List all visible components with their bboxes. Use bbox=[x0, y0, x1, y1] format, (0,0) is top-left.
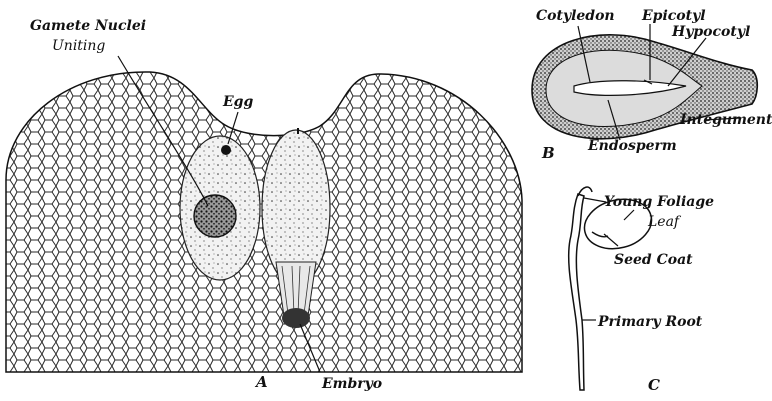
embryo bbox=[282, 308, 310, 328]
panel-c-letter: C bbox=[648, 376, 660, 394]
panel-c: Young Foliage Leaf Seed Coat Primary Roo… bbox=[569, 187, 714, 394]
panel-a-letter: A bbox=[254, 373, 268, 391]
label-uniting: Uniting bbox=[52, 38, 105, 54]
panel-a: Gamete Nuclei Uniting Egg Embryo A bbox=[6, 18, 522, 392]
label-seed-coat: Seed Coat bbox=[614, 252, 693, 268]
label-epicotyl: Epicotyl bbox=[641, 8, 706, 24]
label-hypocotyl: Hypocotyl bbox=[671, 24, 750, 40]
label-integument: Integument bbox=[679, 112, 772, 128]
panel-b-letter: B bbox=[541, 144, 555, 162]
label-gamete-nuclei: Gamete Nuclei bbox=[30, 18, 146, 34]
fused-gamete-nuclei bbox=[194, 195, 236, 237]
label-primary-root: Primary Root bbox=[597, 314, 703, 330]
label-embryo: Embryo bbox=[321, 376, 382, 392]
label-leaf: Leaf bbox=[647, 214, 682, 230]
label-endosperm: Endosperm bbox=[587, 138, 677, 154]
egg-nucleus bbox=[221, 145, 231, 155]
primary-root bbox=[569, 194, 584, 390]
panel-b: Cotyledon Epicotyl Hypocotyl Integument … bbox=[532, 8, 772, 162]
label-young-foliage: Young Foliage bbox=[604, 194, 714, 210]
label-egg: Egg bbox=[222, 94, 253, 110]
label-cotyledon: Cotyledon bbox=[536, 8, 615, 24]
